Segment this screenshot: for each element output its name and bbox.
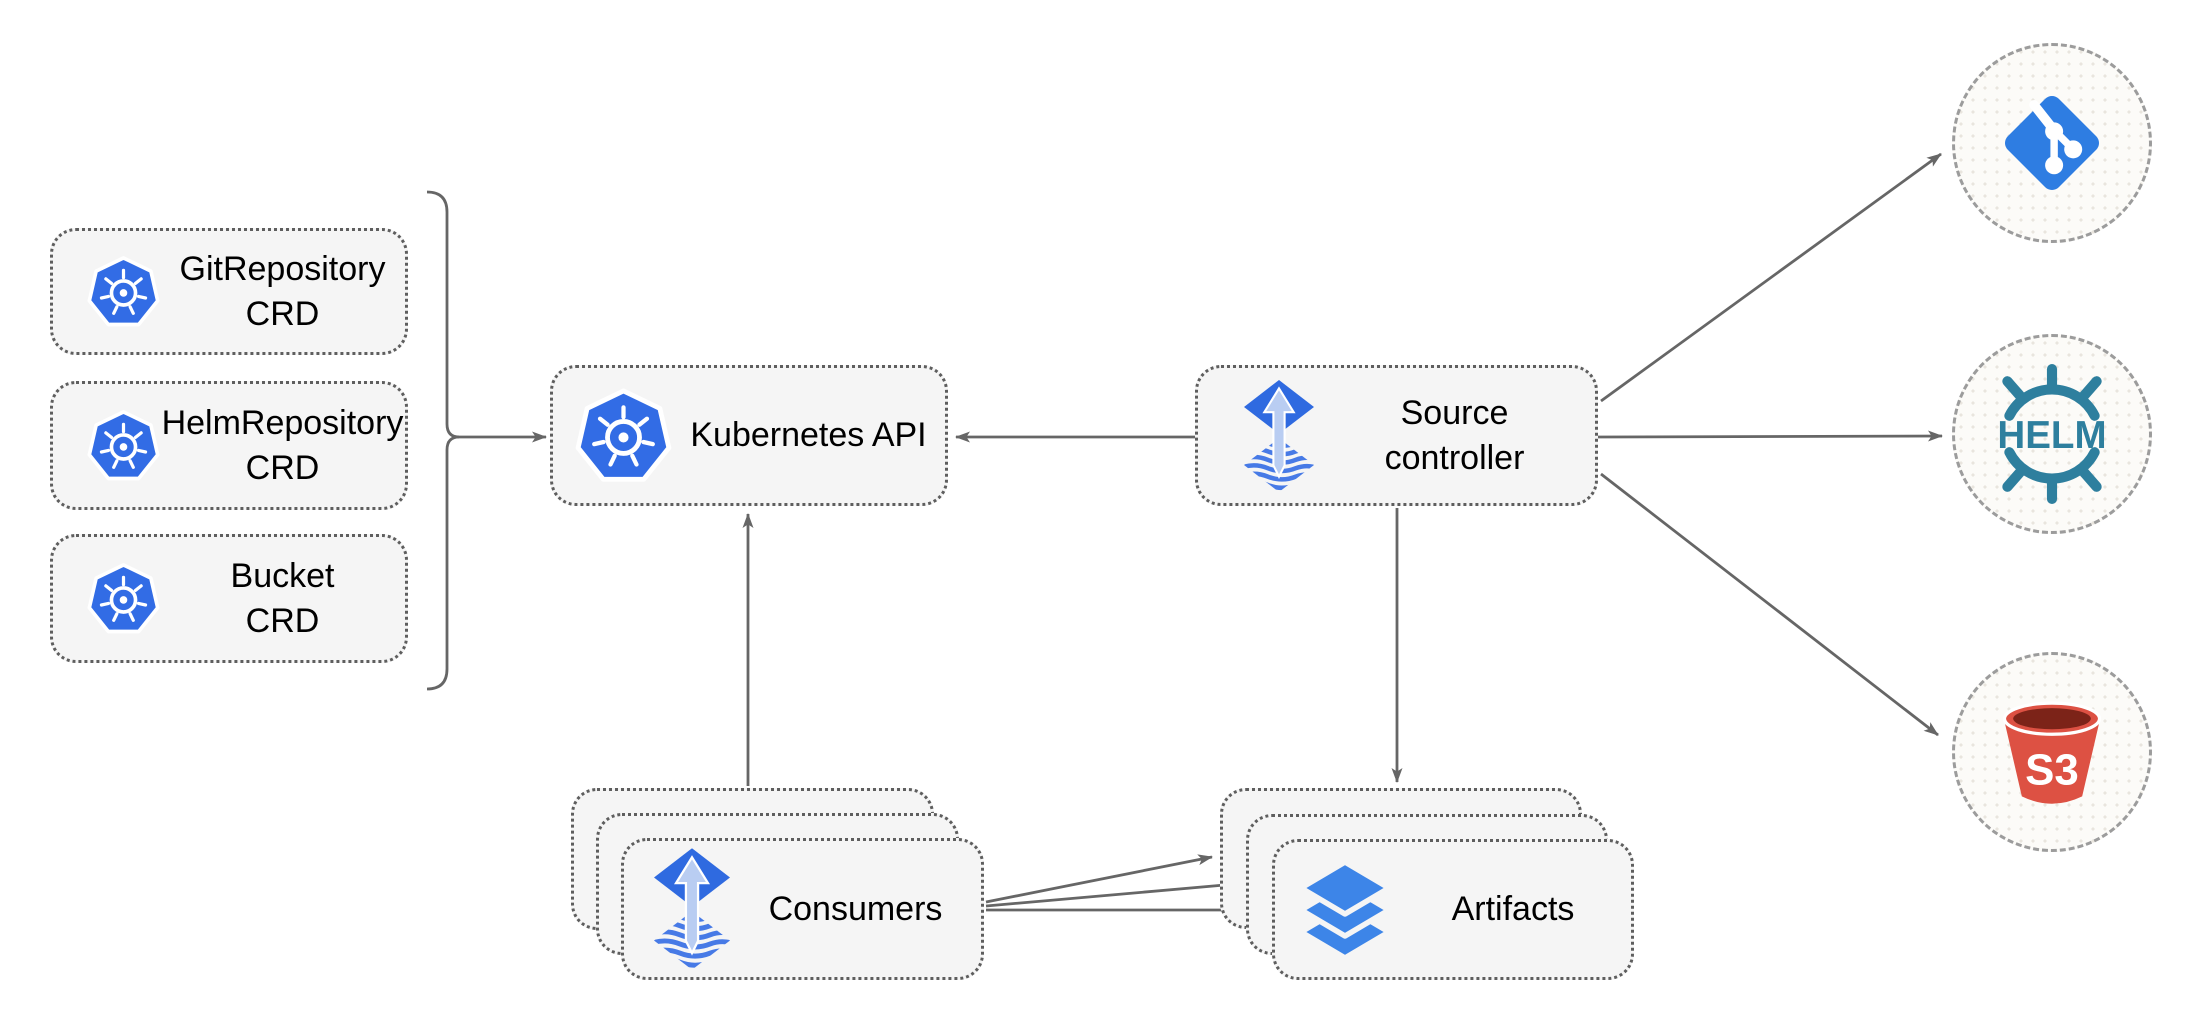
git-icon xyxy=(2004,95,2100,191)
node-gitrepository-crd: GitRepository CRD xyxy=(50,228,408,355)
helm-icon: HELM xyxy=(1997,364,2107,504)
node-helmrepository-crd: HelmRepository CRD xyxy=(50,381,408,510)
kubernetes-icon xyxy=(87,562,160,635)
flux-icon xyxy=(654,848,730,970)
node-label: Artifacts xyxy=(1451,890,1575,929)
edge-consumers-to-artifacts-2 xyxy=(985,879,1237,908)
kubernetes-icon xyxy=(87,255,160,328)
node-label: GitRepository CRD xyxy=(179,250,386,333)
crd-bracket xyxy=(426,190,460,691)
node-label: Bucket CRD xyxy=(230,557,335,640)
helm-wordmark: HELM xyxy=(1997,414,2106,457)
node-consumers: Consumers xyxy=(621,838,984,980)
edge-source-to-s3 xyxy=(1600,472,1939,737)
circle-helm-source: HELM xyxy=(1952,334,2152,534)
circle-s3-source: S3 xyxy=(1952,652,2152,852)
edge-consumers-to-artifacts-1 xyxy=(985,854,1213,904)
edge-source-to-git xyxy=(1600,152,1942,403)
kubernetes-icon xyxy=(575,387,672,484)
s3-wordmark: S3 xyxy=(2025,745,2079,794)
flux-icon xyxy=(1244,380,1314,492)
node-kubernetes-api: Kubernetes API xyxy=(550,365,948,506)
node-label: Source controller xyxy=(1384,394,1525,477)
edge-source-to-helm xyxy=(1600,430,1943,442)
node-bucket-crd: Bucket CRD xyxy=(50,534,408,663)
kubernetes-icon xyxy=(87,409,160,482)
node-label: Consumers xyxy=(768,889,943,928)
node-artifacts: Artifacts xyxy=(1272,839,1634,980)
node-label: Kubernetes API xyxy=(690,416,927,455)
layers-icon xyxy=(1295,858,1395,962)
node-source-controller: Source controller xyxy=(1195,365,1598,506)
node-label: HelmRepository CRD xyxy=(161,404,404,487)
circle-git-source xyxy=(1952,43,2152,243)
s3-bucket-icon: S3 xyxy=(2002,701,2102,804)
